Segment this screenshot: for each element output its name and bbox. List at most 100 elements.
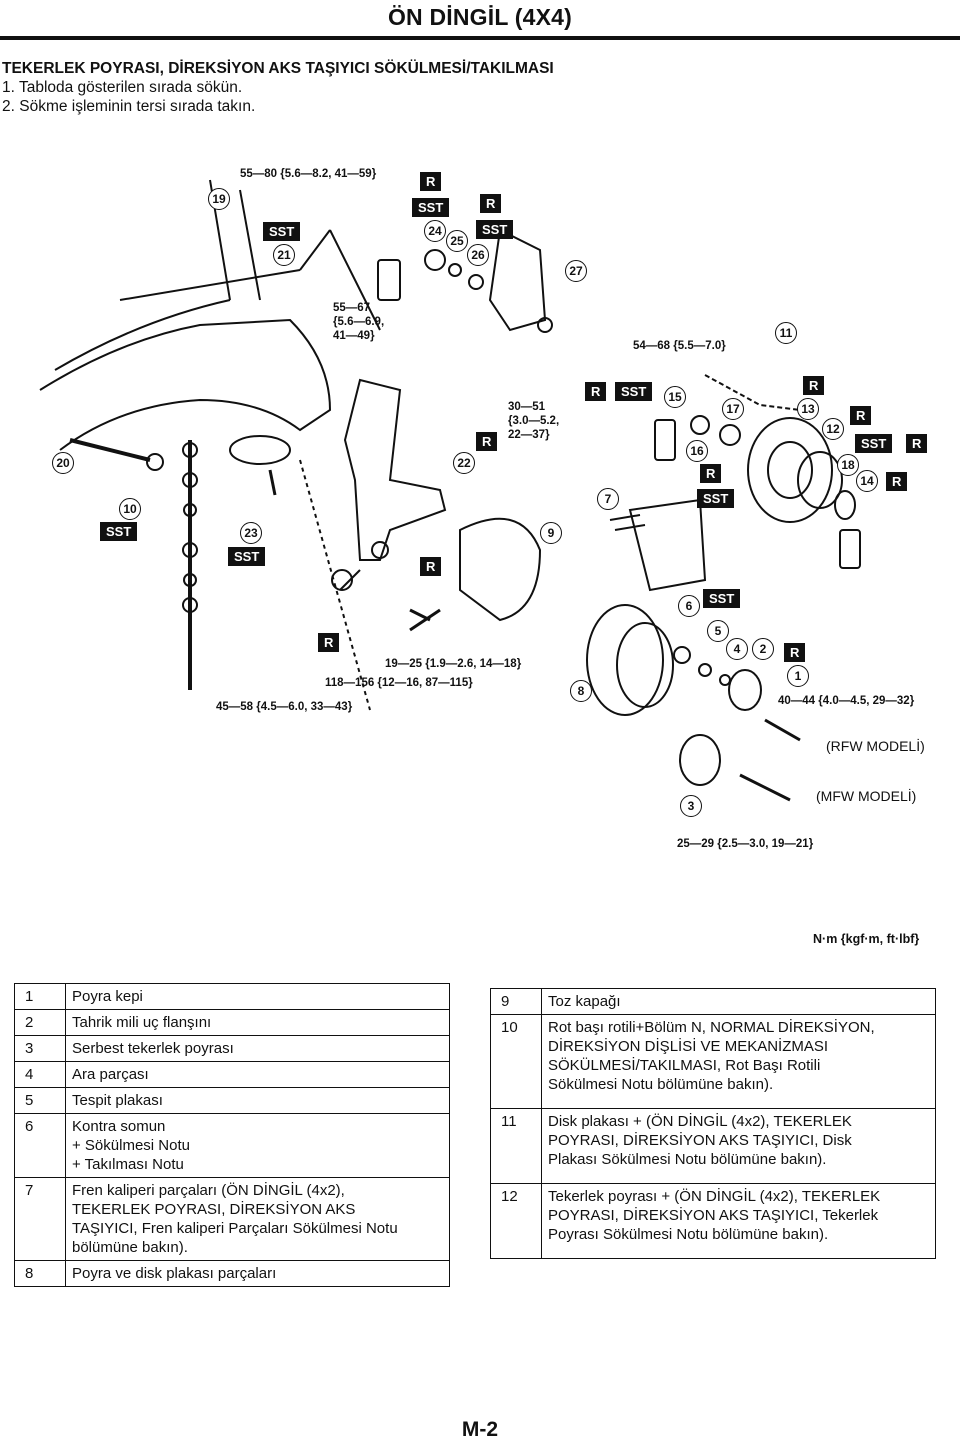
label-box: SST [412,198,450,217]
item-description: Tekerlek poyrası + (ÖN DİNGİL (4x2), TEK… [541,1183,936,1259]
label-box: R [420,557,442,576]
callout-number: 9 [540,522,562,544]
item-number: 7 [14,1177,66,1261]
item-number: 5 [14,1087,66,1114]
torque-label: 22—37} [508,429,550,441]
label-box: R [886,472,908,491]
exploded-diagram: 55—80 {5.6—8.2, 41—59} 55—67 {5.6—6.9, 4… [0,150,960,970]
torque-label: 118—156 {12—16, 87—115} [325,677,473,689]
item-description: Serbest tekerlek poyrası [65,1035,450,1062]
item-description: Tahrik mili uç flanşını [65,1009,450,1036]
page-title: ÖN DİNGİL (4X4) [387,4,572,30]
torque-label: 19—25 {1.9—2.6, 14—18} [385,658,522,670]
item-description: Disk plakası + (ÖN DİNGİL (4x2), TEKERLE… [541,1108,936,1184]
callout-number: 13 [797,398,819,420]
callout-number: 8 [570,680,592,702]
callout-number: 23 [240,522,262,544]
callout-number: 7 [597,488,619,510]
item-description: Fren kaliperi parçaları (ÖN DİNGİL (4x2)… [65,1177,450,1261]
callout-number: 10 [119,498,141,520]
mfw-model-label: (MFW MODELİ) [816,788,917,804]
callout-number: 6 [678,595,700,617]
item-number: 2 [14,1009,66,1036]
callout-number: 11 [775,322,797,344]
item-description: Poyra kepi [65,983,450,1010]
callout-number: 24 [424,220,446,242]
callout-number: 22 [453,452,475,474]
torque-label: 30—51 [508,401,546,413]
unit-label: N·m {kgf·m, ft·lbf} [813,932,920,946]
step-1: 1. Tabloda gösterilen sırada sökün. [2,79,243,96]
callout-number: 17 [722,398,744,420]
callout-number: 4 [726,638,748,660]
item-number: 8 [14,1260,66,1287]
callout-number: 19 [208,188,230,210]
torque-label: 54—68 {5.5—7.0} [633,340,726,352]
label-box: R [420,172,442,191]
callout-number: 16 [686,440,708,462]
item-number: 1 [14,983,66,1010]
callout-number: 27 [565,260,587,282]
label-box: R [480,194,502,213]
callout-number: 21 [273,244,295,266]
label-box: SST [476,220,514,239]
page-header: ÖN DİNGİL (4X4) [0,0,960,40]
label-box: R [476,432,498,451]
callout-number: 20 [52,452,74,474]
header-rule [0,36,960,40]
callout-number: 26 [467,244,489,266]
item-number: 9 [490,988,542,1015]
torque-label: {3.0—5.2, [508,415,560,427]
torque-label: 40—44 {4.0—4.5, 29—32} [778,695,915,707]
label-box: R [784,643,806,662]
torque-label: 41—49} [333,330,375,342]
item-description: Toz kapağı [541,988,936,1015]
callout-number: 18 [837,454,859,476]
torque-label: 45—58 {4.5—6.0, 33—43} [216,701,353,713]
item-number: 4 [14,1061,66,1088]
item-description: Poyra ve disk plakası parçaları [65,1260,450,1287]
torque-label: {5.6—6.9, [333,316,385,328]
label-box: SST [697,489,735,508]
page-number: M-2 [461,1418,499,1441]
label-box: SST [703,589,741,608]
torque-label: 55—80 {5.6—8.2, 41—59} [240,168,377,180]
label-box: SST [855,434,893,453]
intro-section: TEKERLEK POYRASI, DİREKSİYON AKS TAŞIYIC… [2,59,554,116]
label-box: R [700,464,722,483]
label-box: R [803,376,825,395]
item-number: 10 [490,1014,542,1109]
label-box: R [850,406,872,425]
item-number: 6 [14,1113,66,1178]
label-box: R [318,633,340,652]
label-box: R [585,382,607,401]
item-number: 12 [490,1183,542,1259]
callout-number: 5 [707,620,729,642]
item-description: Tespit plakası [65,1087,450,1114]
rfw-model-label: (RFW MODELİ) [826,738,925,754]
item-number: 11 [490,1108,542,1184]
step-2: 2. Sökme işleminin tersi sırada takın. [2,98,256,115]
callout-number: 2 [752,638,774,660]
label-box: SST [263,222,301,241]
section-heading: TEKERLEK POYRASI, DİREKSİYON AKS TAŞIYIC… [2,60,554,77]
callout-number: 14 [856,470,878,492]
diagram-drawing [39,179,861,802]
callout-number: 15 [664,386,686,408]
torque-label: 25—29 {2.5—3.0, 19—21} [677,838,814,850]
item-description: Kontra somun + Sökülmesi Notu + Takılmas… [65,1113,450,1178]
